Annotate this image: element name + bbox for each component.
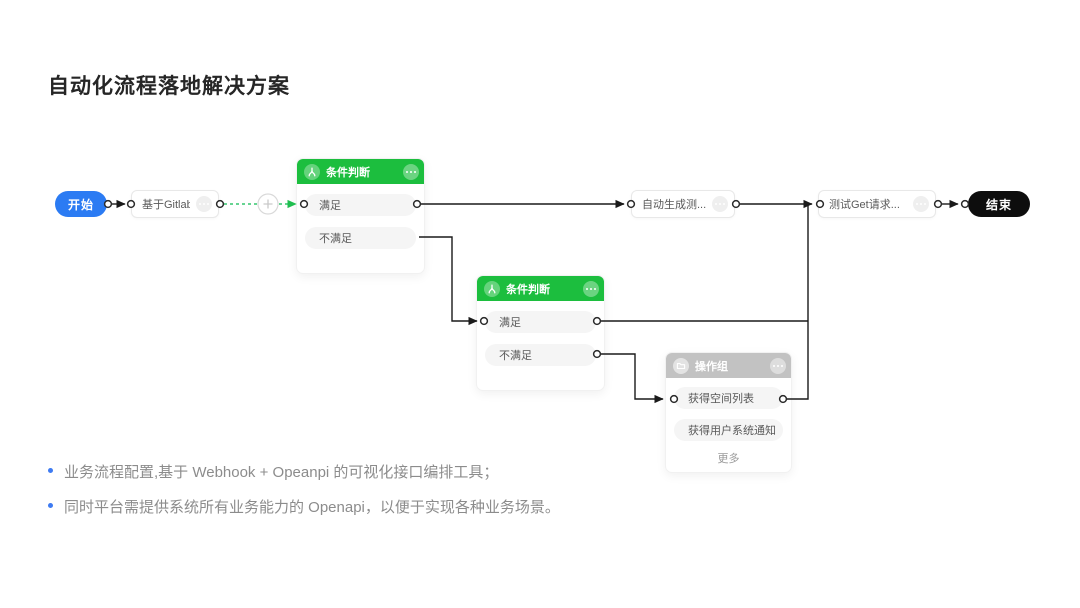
- node-label: 测试Get请求...: [829, 199, 900, 211]
- note-item: 业务流程配置,基于 Webhook + Opeanpi 的可视化接口编排工具；: [48, 461, 498, 482]
- bullet-dot: [48, 468, 53, 473]
- note-item: 同时平台需提供系统所有业务能力的 Openapi，以便于实现各种业务场景。: [48, 496, 560, 517]
- ellipsis-icon[interactable]: [770, 357, 786, 374]
- more-link[interactable]: 更多: [717, 453, 740, 465]
- flow-node-operation-group[interactable]: 操作组 获得空间列表 获得用户系统通知 更多: [665, 352, 792, 473]
- flow-node-start[interactable]: 开始: [55, 191, 107, 217]
- branch-icon: [484, 280, 500, 297]
- end-label: 结束: [985, 197, 1012, 212]
- add-node-icon[interactable]: [257, 193, 279, 215]
- branch-unsatisfied[interactable]: 不满足: [305, 227, 416, 249]
- ellipsis-icon[interactable]: [913, 196, 929, 212]
- condition-title: 条件判断: [506, 283, 550, 296]
- condition-header: 条件判断: [297, 159, 424, 184]
- action-get-user-notifications[interactable]: 获得用户系统通知: [674, 419, 783, 441]
- ellipsis-icon[interactable]: [712, 196, 728, 212]
- operation-group-header: 操作组: [666, 353, 791, 378]
- action-get-space-list[interactable]: 获得空间列表: [674, 387, 783, 409]
- flow-node-end[interactable]: 结束: [968, 191, 1030, 217]
- condition-title: 条件判断: [326, 166, 370, 179]
- bullet-dot: [48, 503, 53, 508]
- branch-icon: [304, 163, 320, 180]
- flow-node-condition-2[interactable]: 条件判断 满足 不满足: [476, 275, 605, 391]
- ellipsis-icon[interactable]: [196, 196, 212, 212]
- flow-node-test-get-request[interactable]: 测试Get请求...: [818, 190, 936, 218]
- node-label: 基于Gitlab...: [142, 199, 190, 211]
- branch-satisfied[interactable]: 满足: [305, 194, 416, 216]
- note-text: 同时平台需提供系统所有业务能力的 Openapi，以便于实现各种业务场景。: [64, 499, 560, 516]
- note-text: 业务流程配置,基于 Webhook + Opeanpi 的可视化接口编排工具；: [64, 464, 499, 481]
- branch-satisfied[interactable]: 满足: [485, 311, 596, 333]
- folder-icon: [673, 357, 689, 374]
- operation-group-title: 操作组: [695, 360, 728, 373]
- start-label: 开始: [67, 197, 94, 212]
- branch-unsatisfied[interactable]: 不满足: [485, 344, 596, 366]
- condition-header: 条件判断: [477, 276, 604, 301]
- node-label: 自动生成测...: [642, 199, 706, 211]
- ellipsis-icon[interactable]: [583, 280, 599, 297]
- flow-node-gitlab[interactable]: 基于Gitlab...: [131, 190, 219, 218]
- ellipsis-icon[interactable]: [403, 163, 419, 180]
- flow-node-condition-1[interactable]: 条件判断 满足 不满足: [296, 158, 425, 274]
- page-title: 自动化流程落地解决方案: [48, 75, 290, 98]
- flow-node-autogenerate-test[interactable]: 自动生成测...: [631, 190, 735, 218]
